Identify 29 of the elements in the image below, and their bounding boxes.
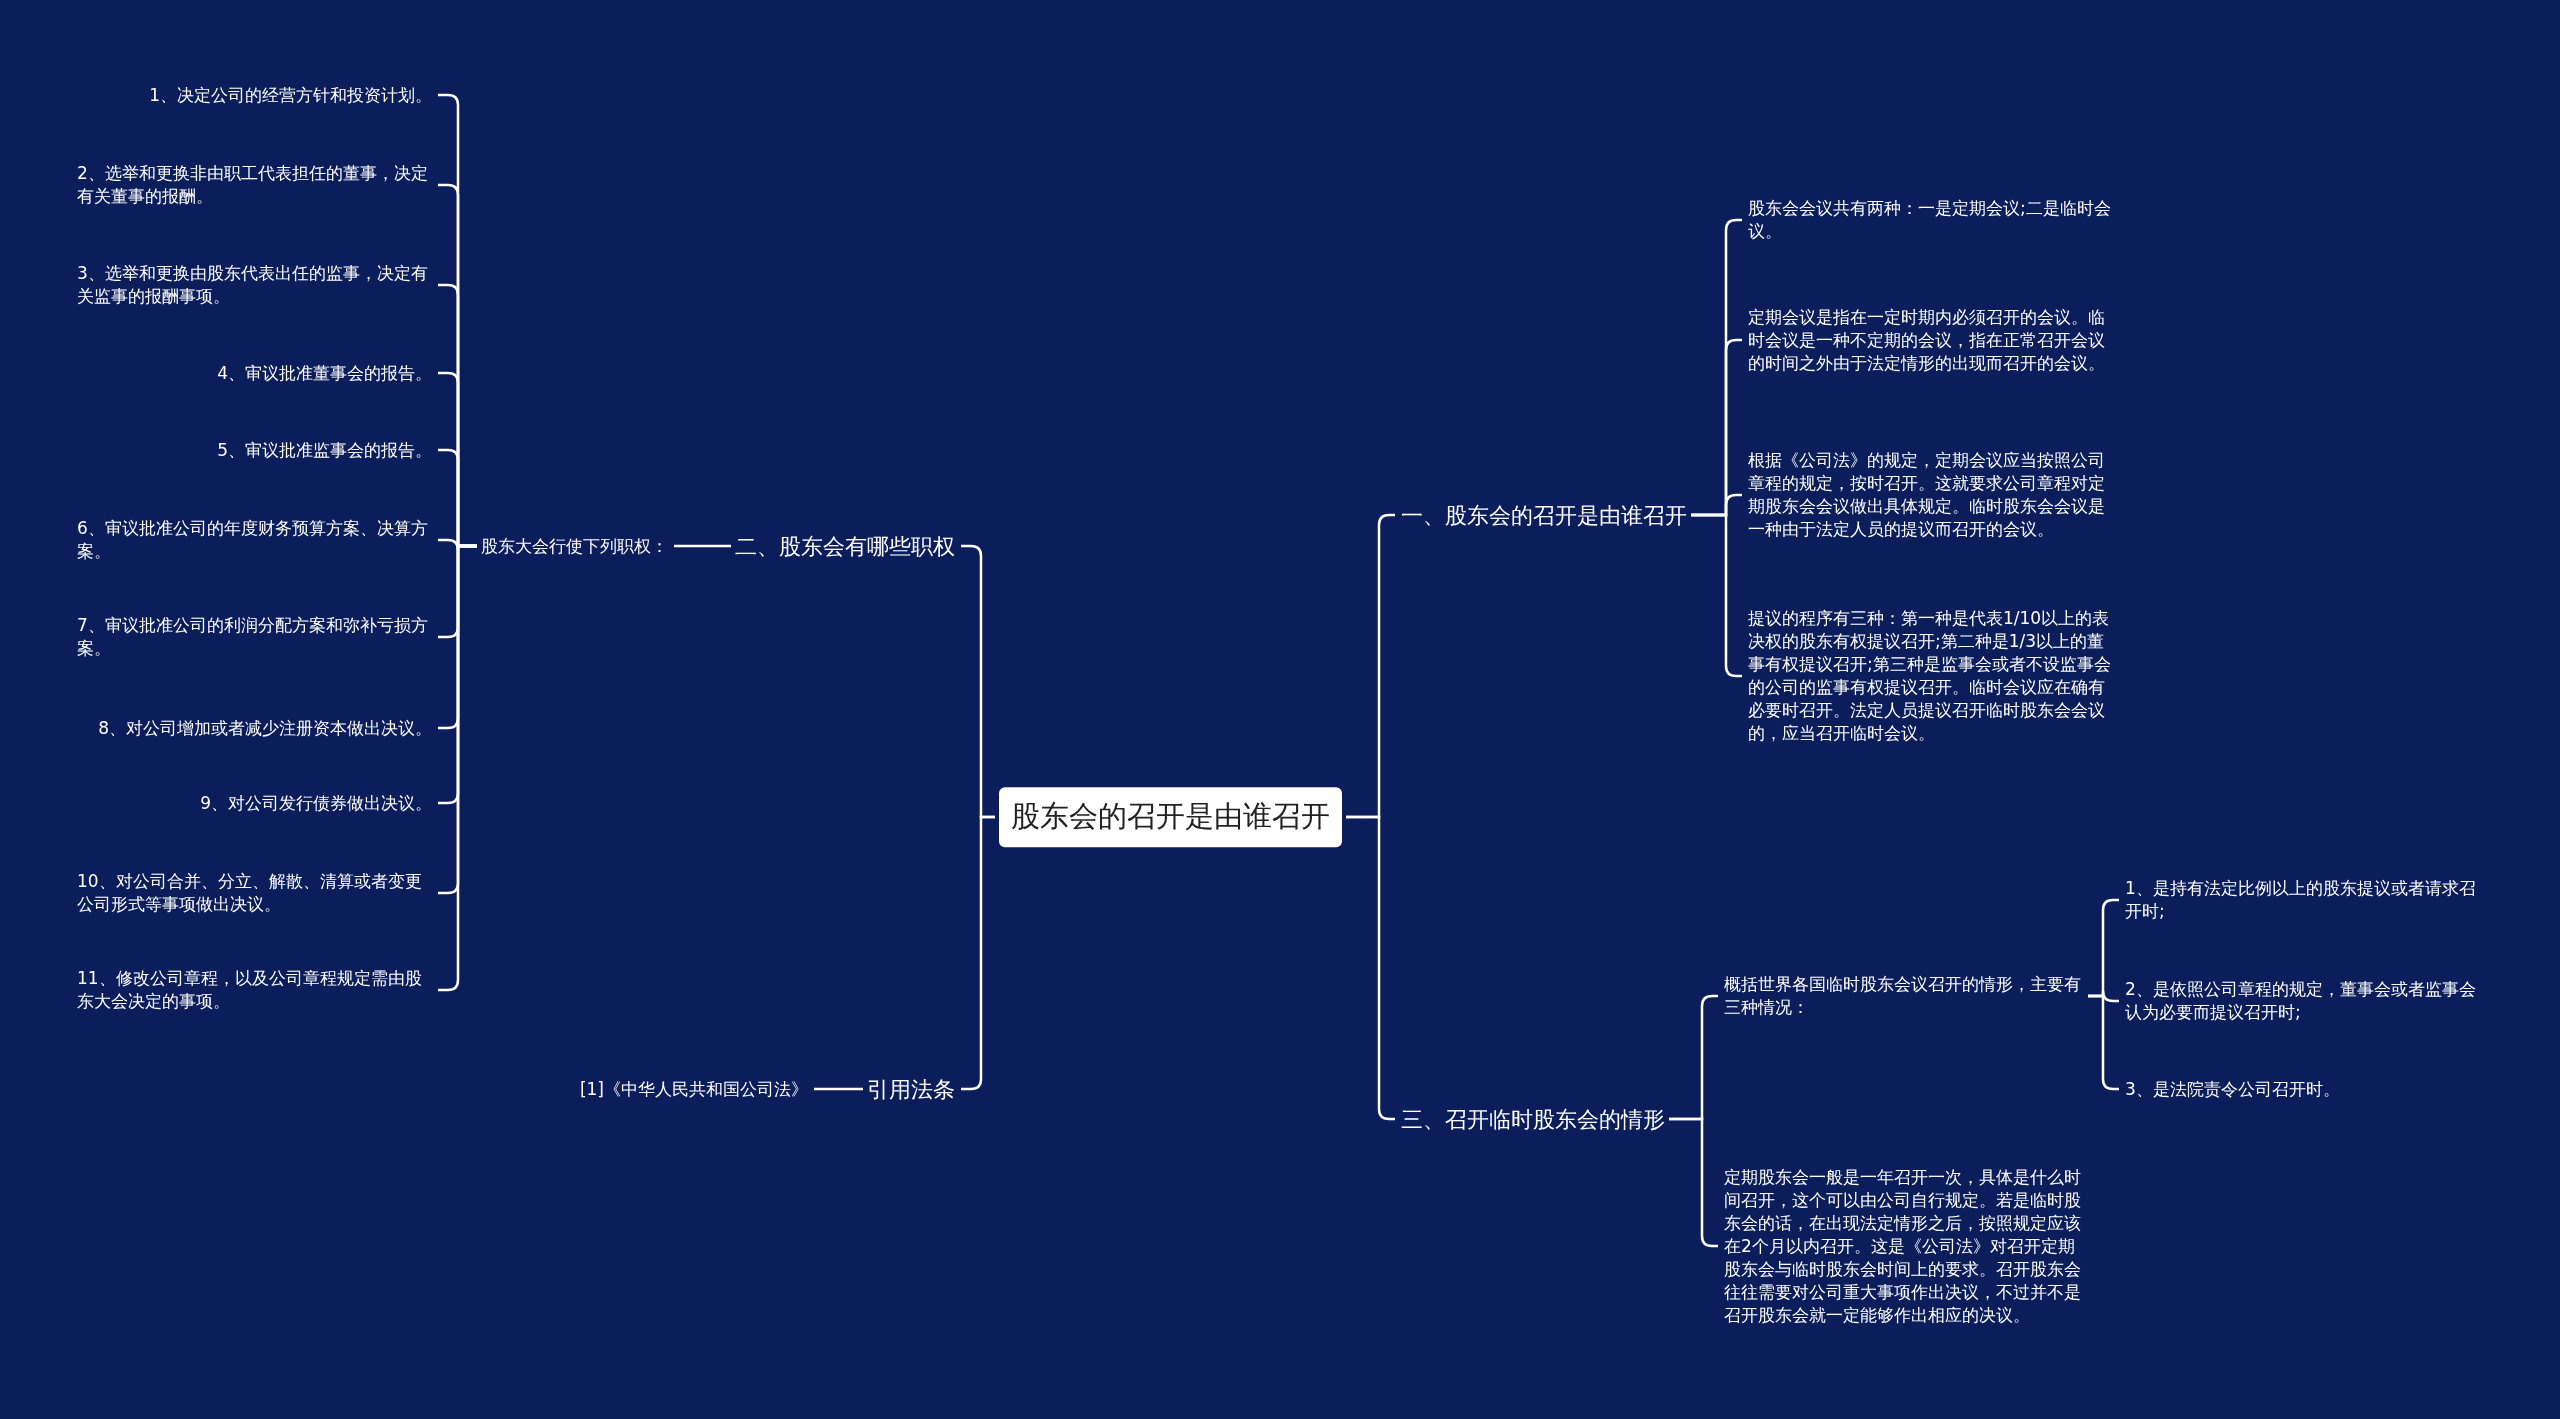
subtopic-text: 股东大会行使下列职权： bbox=[481, 534, 668, 558]
topic-text: 引用法条 bbox=[867, 1072, 955, 1106]
connector-line bbox=[674, 544, 731, 548]
topic-text: 三、召开临时股东会的情形 bbox=[1401, 1102, 1665, 1136]
subtopic-text: 股东会会议共有两种：一是定期会议;二是临时会议。 bbox=[1748, 197, 2113, 243]
subtopic-text: 根据《公司法》的规定，定期会议应当按照公司章程的规定，按时召开。这就要求公司章程对定期股东会会议做出具体规定。临时股东会会议是一种由于法定人员的提议而召开的会议。 bbox=[1748, 449, 2113, 541]
subtopic-text: 6、审议批准公司的年度财务预算方案、决算方案。 bbox=[77, 517, 432, 563]
subtopic-text: 提议的程序有三种：第一种是代表1/10以上的表决权的股东有权提议召开;第二种是1/3以上的董事有权提议召开;第三种是监事会或者不设监事会的公司的监事有权提议召开。临时会议应在确有必要时召开。法定人员提议召开临时股东会会议的，应当召开临时会议。 bbox=[1748, 607, 2113, 745]
subtopic-text: 10、对公司合并、分立、解散、清算或者变更公司形式等事项做出决议。 bbox=[77, 870, 432, 916]
subtopic-text: 7、审议批准公司的利润分配方案和弥补亏损方案。 bbox=[77, 614, 432, 660]
subtopic-text: 1、决定公司的经营方针和投资计划。 bbox=[149, 83, 432, 107]
subtopic-text: 定期会议是指在一定时期内必须召开的会议。临时会议是一种不定期的会议，指在正常召开会议的时间之外由于法定情形的出现而召开的会议。 bbox=[1748, 305, 2113, 375]
subtopic-text: 2、选举和更换非由职工代表担任的董事，决定有关董事的报酬。 bbox=[77, 162, 432, 208]
subtopic-text: [1]《中华人民共和国公司法》 bbox=[579, 1077, 808, 1101]
connector-line bbox=[814, 1087, 863, 1091]
subtopic-text: 2、是依照公司章程的规定，董事会或者监事会认为必要而提议召开时; bbox=[2125, 978, 2490, 1024]
subtopic-text: 1、是持有法定比例以上的股东提议或者请求召开时; bbox=[2125, 877, 2490, 923]
topic-text: 一、股东会的召开是由谁召开 bbox=[1401, 498, 1687, 532]
subtopic-text: 4、审议批准董事会的报告。 bbox=[217, 361, 432, 385]
subtopic-text: 5、审议批准监事会的报告。 bbox=[217, 438, 432, 462]
subtopic-text: 3、选举和更换由股东代表出任的监事，决定有关监事的报酬事项。 bbox=[77, 262, 432, 308]
subtopic-text: 8、对公司增加或者减少注册资本做出决议。 bbox=[98, 716, 432, 740]
subtopic-text: 定期股东会一般是一年召开一次，具体是什么时间召开，这个可以由公司自行规定。若是临时股东会的话，在出现法定情形之后，按照规定应该在2个月以内召开。这是《公司法》对召开定期股东会与临时股东会时间上的要求。召开股东会往往需要对公司重大事项作出决议，不过并不是召开股东会就一定能够作出相应的决议。 bbox=[1724, 1165, 2084, 1327]
central-topic-box: 股东会的召开是由谁召开 bbox=[999, 787, 1342, 847]
topic-text: 二、股东会有哪些职权 bbox=[735, 529, 955, 563]
subtopic-text: 9、对公司发行债券做出决议。 bbox=[200, 791, 432, 815]
subtopic-text: 3、是法院责令公司召开时。 bbox=[2125, 1077, 2340, 1101]
subtopic-text: 11、修改公司章程，以及公司章程规定需由股东大会决定的事项。 bbox=[77, 967, 432, 1013]
subtopic-text: 概括世界各国临时股东会议召开的情形，主要有三种情况： bbox=[1724, 973, 2084, 1019]
